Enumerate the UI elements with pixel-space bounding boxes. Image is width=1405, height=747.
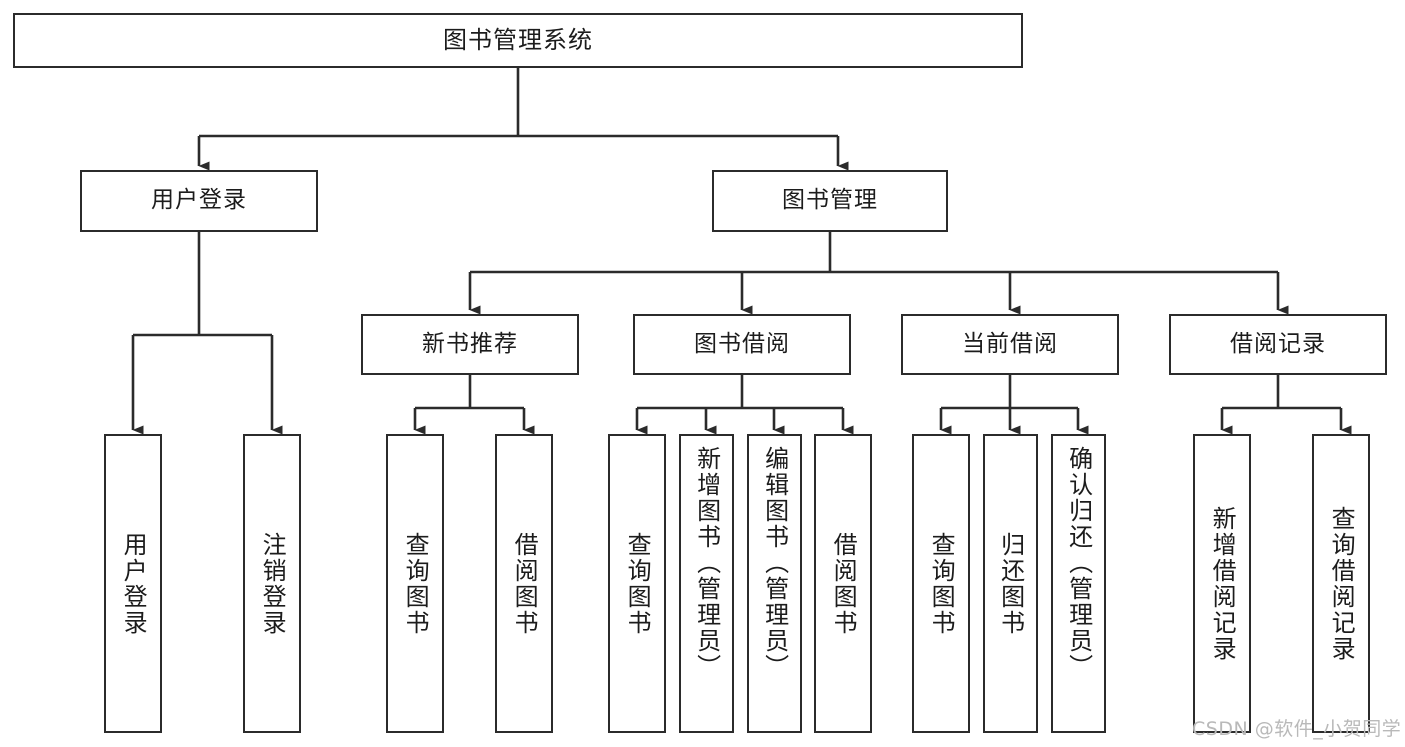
node-borrow-record[interactable]: 借阅记录 [1169, 314, 1387, 375]
leaf-borrow-add-book-admin[interactable]: 新增图书（管理员） [679, 434, 734, 733]
leaf-recommend-query-book[interactable]: 查询图书 [386, 434, 444, 733]
node-new-book-recommend[interactable]: 新书推荐 [361, 314, 579, 375]
node-root-system[interactable]: 图书管理系统 [13, 13, 1023, 68]
leaf-current-return-book[interactable]: 归还图书 [983, 434, 1038, 733]
leaf-user-login-signin[interactable]: 用户登录 [104, 434, 162, 733]
node-current-borrow[interactable]: 当前借阅 [901, 314, 1119, 375]
node-book-borrow[interactable]: 图书借阅 [633, 314, 851, 375]
leaf-borrow-query-book[interactable]: 查询图书 [608, 434, 666, 733]
leaf-current-confirm-return-admin[interactable]: 确认归还（管理员） [1051, 434, 1106, 733]
leaf-borrow-edit-book-admin[interactable]: 编辑图书（管理员） [747, 434, 802, 733]
leaf-record-query-record[interactable]: 查询借阅记录 [1312, 434, 1370, 733]
leaf-recommend-borrow-book[interactable]: 借阅图书 [495, 434, 553, 733]
leaf-user-login-signout[interactable]: 注销登录 [243, 434, 301, 733]
leaf-borrow-borrow-book[interactable]: 借阅图书 [814, 434, 872, 733]
csdn-watermark: CSDN @软件_小贺同学 [1192, 718, 1402, 740]
leaf-record-add-record[interactable]: 新增借阅记录 [1193, 434, 1251, 733]
node-book-management[interactable]: 图书管理 [712, 170, 948, 232]
node-user-login[interactable]: 用户登录 [80, 170, 318, 232]
leaf-current-query-book[interactable]: 查询图书 [912, 434, 970, 733]
